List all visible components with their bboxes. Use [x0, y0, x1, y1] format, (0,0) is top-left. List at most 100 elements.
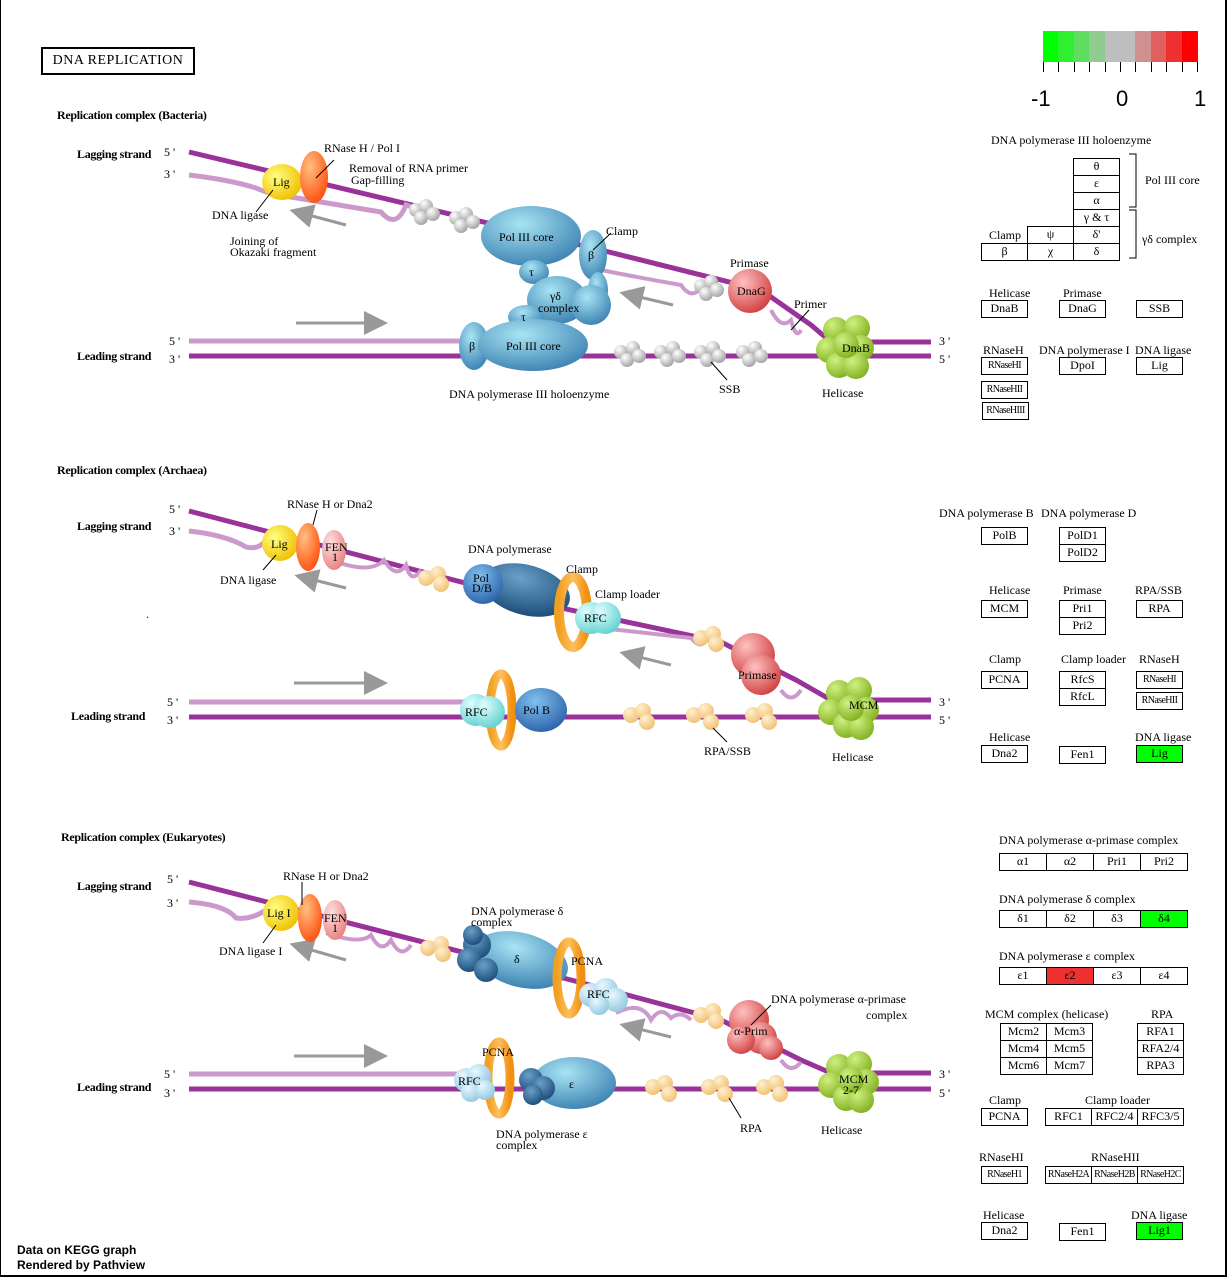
gene-rnaseh2-subunit[interactable]: RNaseH2B — [1091, 1166, 1138, 1184]
gene-dna2[interactable]: Dna2 — [981, 745, 1028, 763]
gene-rnasehii-archaea[interactable]: RNaseHII — [1136, 692, 1183, 710]
gene-chi[interactable]: χ — [1027, 243, 1074, 261]
node-fen1-euk-a[interactable]: FEN — [324, 911, 347, 925]
node-beta-lagging[interactable]: β — [588, 248, 595, 262]
gene-pola-subunit[interactable]: α2 — [1046, 853, 1094, 871]
gene-mcm-subunit[interactable]: Mcm2 — [1000, 1023, 1047, 1041]
gene-rfcs[interactable]: RfcS — [1059, 671, 1106, 689]
node-tau-1[interactable]: τ — [529, 265, 534, 279]
gene-pole-subunit[interactable]: ε1 — [999, 967, 1047, 985]
gene-dnag[interactable]: DnaG — [1059, 300, 1106, 318]
node-pcna-leading-euk[interactable]: PCNA — [482, 1045, 515, 1059]
gene-pri2[interactable]: Pri2 — [1059, 617, 1106, 635]
node-epsilon-euk[interactable]: ε — [569, 1077, 575, 1091]
gene-rfc-subunit[interactable]: RFC3/5 — [1137, 1108, 1184, 1126]
node-beta-leading[interactable]: β — [469, 339, 476, 353]
node-lig-archaea[interactable]: Lig — [271, 537, 288, 551]
gene-pcna[interactable]: PCNA — [981, 671, 1028, 689]
gene-rpa-subunit[interactable]: RFA1 — [1137, 1023, 1184, 1041]
node-polb-archaea[interactable]: Pol B — [523, 703, 551, 717]
gene-mcm[interactable]: MCM — [981, 600, 1028, 618]
gene-lig1-euk[interactable]: Lig1 — [1136, 1222, 1183, 1240]
node-fen1-archaea-a[interactable]: FEN — [325, 540, 348, 554]
gene-pola-subunit[interactable]: Pri1 — [1093, 853, 1141, 871]
gene-dna2-euk[interactable]: Dna2 — [981, 1222, 1028, 1240]
gene-delta-prime[interactable]: δ' — [1073, 226, 1120, 244]
node-mcm-archaea[interactable]: MCM — [849, 698, 879, 712]
node-mcm27-a[interactable]: MCM — [839, 1072, 869, 1086]
gene-pold-subunit[interactable]: δ2 — [1046, 910, 1094, 928]
gene-rnaseh1[interactable]: RNaseH1 — [981, 1166, 1028, 1184]
gene-delta[interactable]: δ — [1073, 243, 1120, 261]
gene-lig[interactable]: Lig — [1136, 357, 1183, 375]
gene-pole-subunit[interactable]: ε3 — [1093, 967, 1141, 985]
gene-psi[interactable]: ψ — [1027, 226, 1074, 244]
gene-rpa-subunit[interactable]: RPA3 — [1137, 1057, 1184, 1075]
node-alpha-prim[interactable]: α-Prim — [734, 1024, 768, 1038]
gene-epsilon[interactable]: ε — [1073, 175, 1120, 193]
gene-mcm-subunit[interactable]: Mcm7 — [1046, 1057, 1093, 1075]
node-mcm27-b[interactable]: 2-7 — [843, 1083, 859, 1097]
gene-pola-subunit[interactable]: Pri2 — [1140, 853, 1188, 871]
gene-rnasehiii[interactable]: RNaseHIII — [982, 402, 1029, 420]
node-fen1-euk-b[interactable]: 1 — [332, 921, 338, 935]
gene-mcm-subunit[interactable]: Mcm5 — [1046, 1040, 1093, 1058]
node-tau-2[interactable]: τ — [521, 310, 526, 324]
node-gd-complex-2[interactable]: complex — [538, 301, 580, 315]
gene-rfc-subunit[interactable]: RFC1 — [1045, 1108, 1092, 1126]
node-gd-complex-1[interactable]: γδ — [550, 289, 561, 303]
node-pol3-core-leading[interactable]: Pol III core — [506, 339, 561, 353]
node-primase-archaea[interactable]: Primase — [738, 668, 777, 682]
gene-pold-subunit[interactable]: δ4 — [1140, 910, 1188, 928]
gene-rnasehi[interactable]: RNaseHI — [981, 357, 1028, 375]
gene-fen1-euk[interactable]: Fen1 — [1059, 1223, 1106, 1241]
gene-pold-subunit[interactable]: δ1 — [999, 910, 1047, 928]
node-dnab[interactable]: DnaB — [842, 341, 870, 355]
legend-tick — [1150, 62, 1152, 72]
gene-mcm-subunit[interactable]: Mcm4 — [1000, 1040, 1047, 1058]
node-rfc-lagging-euk[interactable]: RFC — [587, 987, 610, 1001]
gene-rnaseh2-subunit[interactable]: RNaseH2C — [1137, 1166, 1184, 1184]
gene-pold2[interactable]: PolD2 — [1059, 544, 1106, 562]
gene-rfc-subunit[interactable]: RFC2/4 — [1091, 1108, 1138, 1126]
node-pol3-core-lagging[interactable]: Pol III core — [499, 230, 554, 244]
node-pcna-lagging-euk[interactable]: PCNA — [571, 954, 604, 968]
gene-pold1[interactable]: PolD1 — [1059, 527, 1106, 545]
gene-rnasehii[interactable]: RNaseHII — [981, 381, 1028, 399]
node-delta-euk[interactable]: δ — [514, 952, 520, 966]
gene-pola-subunit[interactable]: α1 — [999, 853, 1047, 871]
gene-pole-subunit[interactable]: ε4 — [1140, 967, 1188, 985]
gene-ssb[interactable]: SSB — [1136, 300, 1183, 318]
gene-alpha[interactable]: α — [1073, 192, 1120, 210]
node-lig1-euk[interactable]: Lig I — [267, 906, 291, 920]
gene-beta[interactable]: β — [981, 243, 1028, 261]
gene-pcna-euk[interactable]: PCNA — [981, 1108, 1028, 1126]
gene-dpoi[interactable]: DpoI — [1059, 357, 1106, 375]
node-pol-db-a[interactable]: Pol — [473, 571, 490, 585]
gene-rnasehi-archaea[interactable]: RNaseHI — [1136, 671, 1183, 689]
gene-pri1[interactable]: Pri1 — [1059, 600, 1106, 618]
gene-polb[interactable]: PolB — [981, 527, 1028, 545]
panel-eps-title: DNA polymerase ε complex — [999, 949, 1136, 963]
node-fen1-archaea-b[interactable]: 1 — [332, 550, 338, 564]
node-rfc-lagging-archaea[interactable]: RFC — [584, 611, 607, 625]
bacteria-leading-3: 3 ' — [169, 352, 181, 366]
node-pol-db-b[interactable]: D/B — [472, 581, 493, 595]
node-lig[interactable]: Lig — [273, 175, 290, 189]
gene-rnaseh2-subunit[interactable]: RNaseH2A — [1045, 1166, 1092, 1184]
gene-gamma-tau[interactable]: γ & τ — [1073, 209, 1120, 227]
gene-rpa-subunit[interactable]: RFA2/4 — [1137, 1040, 1184, 1058]
gene-mcm-subunit[interactable]: Mcm6 — [1000, 1057, 1047, 1075]
node-rfc-leading-euk[interactable]: RFC — [458, 1074, 481, 1088]
gene-rfcl[interactable]: RfcL — [1059, 688, 1106, 706]
gene-pold-subunit[interactable]: δ3 — [1093, 910, 1141, 928]
node-dnag[interactable]: DnaG — [737, 284, 766, 298]
gene-rpa[interactable]: RPA — [1136, 600, 1183, 618]
gene-pole-subunit[interactable]: ε2 — [1046, 967, 1094, 985]
gene-fen1[interactable]: Fen1 — [1059, 746, 1106, 764]
node-rfc-leading-archaea[interactable]: RFC — [465, 705, 488, 719]
gene-mcm-subunit[interactable]: Mcm3 — [1046, 1023, 1093, 1041]
gene-lig-archaea[interactable]: Lig — [1136, 745, 1183, 763]
gene-theta[interactable]: θ — [1073, 158, 1120, 176]
gene-dnab[interactable]: DnaB — [981, 300, 1028, 318]
